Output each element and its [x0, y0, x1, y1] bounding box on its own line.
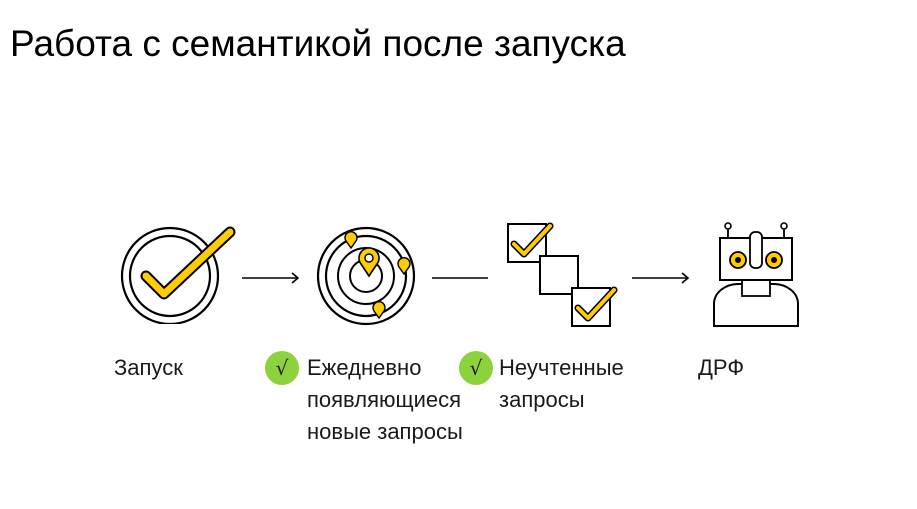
step-label-daily-queries: Ежедневно появляющиеся новые запросы — [307, 355, 463, 444]
check-circle-icon — [120, 226, 236, 324]
check-badge-icon: √ — [459, 351, 493, 385]
radar-location-icon — [316, 226, 416, 326]
step-label-drf: ДРФ — [698, 355, 745, 380]
check-badge-icon: √ — [265, 351, 299, 385]
arrow-right-icon — [632, 272, 690, 284]
step-label-unaccounted-queries: Неучтенные запросы — [499, 355, 624, 412]
connector-line — [432, 277, 488, 279]
arrow-right-icon — [242, 272, 300, 284]
step-label-launch: Запуск — [114, 355, 183, 380]
robot-icon — [713, 222, 799, 327]
checkbox-list-icon — [507, 222, 618, 327]
slide-title: Работа с семантикой после запуска — [10, 23, 626, 64]
